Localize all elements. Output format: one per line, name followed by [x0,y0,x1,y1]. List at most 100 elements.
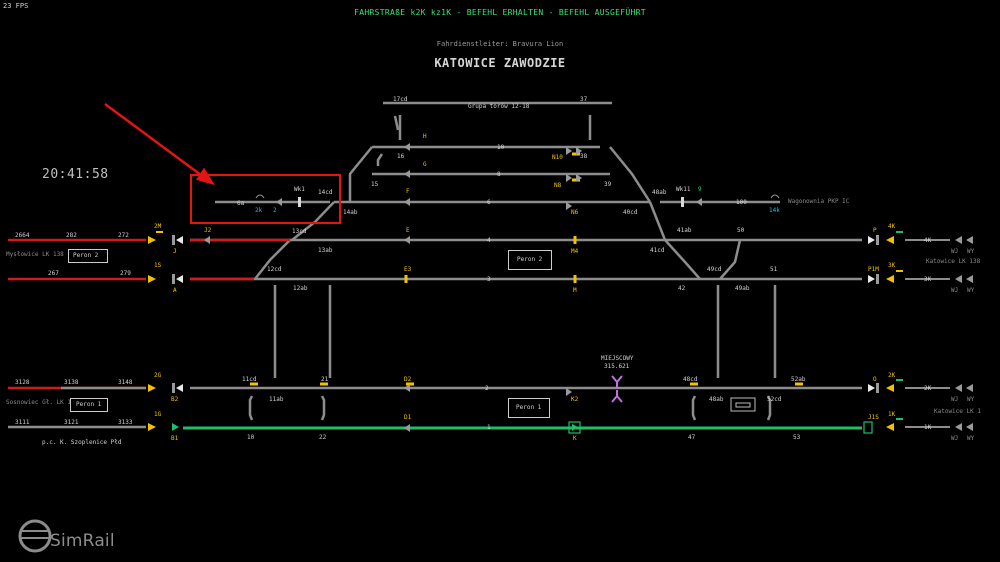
platform-peron1-mid [508,398,550,418]
signal-label[interactable]: F [406,188,410,195]
simrail-logo-text: SimRail [50,531,115,551]
local-title: MIEJSCOWY [601,355,634,362]
track-label: 49cd [707,266,722,273]
track-label: 3148 [118,379,133,386]
track-label: 52cd [767,396,782,403]
signal-label[interactable]: P [873,227,877,234]
line-label: Sosnowiec Gł. LK 1 [6,399,72,406]
platform-peron2-mid [508,250,552,270]
signal-label[interactable]: M4 [571,248,579,255]
local-km: 315.621 [604,363,630,370]
fps-counter: 23 FPS [3,2,29,10]
signal-label[interactable]: N10 [552,154,563,161]
track-label: 17cd [393,96,408,103]
diag-right-4 [719,239,742,280]
signal-label[interactable]: H [423,133,427,140]
track-label: 38 [580,153,588,160]
track-label: 13cd [292,228,307,235]
track-label: 48cd [683,376,698,383]
highlight-box [190,174,341,224]
signal-label[interactable]: J [173,248,177,255]
track-label: 50 [737,227,745,234]
signal-label[interactable]: G [423,161,427,168]
signal-label[interactable]: E [406,227,410,234]
bracket-48ab [691,395,697,421]
track-label: 3121 [64,419,79,426]
signal-label[interactable]: 2K [888,372,896,379]
track-label: 21 [321,376,329,383]
track-label: 39 [604,181,612,188]
track-label: 14k [769,207,780,214]
track-label: Wk11 [676,186,691,193]
signal-label[interactable]: K [573,435,577,442]
signal-label[interactable]: 1S [154,262,162,269]
signal-label[interactable]: 2G [154,372,162,379]
track-label: 2664 [15,232,30,239]
track-label: 14ab [343,209,358,216]
track-label: 3128 [15,379,30,386]
track-label: 2K [924,385,932,392]
track-label: 1K [924,424,932,431]
pc-label: p.c. K. Szoplenice Płd [42,439,122,446]
track-label: 10 [247,434,255,441]
track-label: 48ab [709,396,724,403]
platform-label: Peron 2 [517,256,543,263]
signal-label[interactable]: D2 [404,376,412,383]
signal-label[interactable]: E3 [404,266,412,273]
track-label: 14cd [318,189,333,196]
signal-label[interactable]: N8 [554,182,562,189]
track-label: 13ab [318,247,333,254]
track-label: 16 [397,153,405,160]
track-label: 100 [736,199,747,206]
signal-label[interactable]: 2M [154,223,162,230]
group-label: Grupa torów 12-18 [468,103,530,110]
track-label: 10 [497,144,505,151]
track-label: 267 [48,270,59,277]
track-label: 12ab [293,285,308,292]
platform-peron1-left [70,398,108,412]
track-label: 8 [497,171,501,178]
line-label: Katowice LK 138 [926,258,981,265]
clock: 20:41:58 [42,167,109,182]
line-label: Katowice LK 1 [934,408,981,415]
wj-label: WJ [951,287,959,294]
signal-label[interactable]: 4K [888,223,896,230]
track-label: 6 [487,199,491,206]
diag-left-3 [254,239,291,280]
signal-label[interactable]: B2 [171,396,179,403]
track-label: 11ab [269,396,284,403]
platform-label: Peron 2 [73,252,99,259]
track-label: 3138 [64,379,79,386]
track-label: 4 [487,237,491,244]
track-label: 2k [255,207,263,214]
signal-label[interactable]: J1S [868,414,879,421]
signal-label[interactable]: B1 [171,435,179,442]
track-label: 12cd [267,266,282,273]
bracket-22 [320,395,326,421]
signal-label[interactable]: D1 [404,414,412,421]
signal-label[interactable]: N6 [571,209,579,216]
dispatcher-name: Fahrdienstleiter: Bravura Lion [436,40,564,48]
track-label: 53 [793,434,801,441]
simrail-logo-icon [18,519,52,553]
signal-label[interactable]: O [873,376,877,383]
signal-label[interactable]: 1G [154,411,162,418]
signal-label[interactable]: K2 [571,396,579,403]
signal-label[interactable]: 1K [888,411,896,418]
track-label: 49ab [735,285,750,292]
track-label: 279 [120,270,131,277]
bracket-11ab [248,395,254,421]
status-message: FAHRSTRAßE k2K kz1K - BEFEHL ERHALTEN - … [354,8,646,17]
signal-label[interactable]: P1M [868,266,879,273]
track-label: 2 [485,385,489,392]
track-label: 42 [678,285,686,292]
track-label: 41cd [650,247,665,254]
signal-label[interactable]: J2 [204,227,212,234]
signal-label[interactable]: 3K [888,262,896,269]
track-label: 2 [273,207,277,214]
signal-label[interactable]: M [573,287,577,294]
track-label: 3111 [15,419,30,426]
signal-label[interactable]: A [173,287,177,294]
wy-label: WY [967,396,975,403]
